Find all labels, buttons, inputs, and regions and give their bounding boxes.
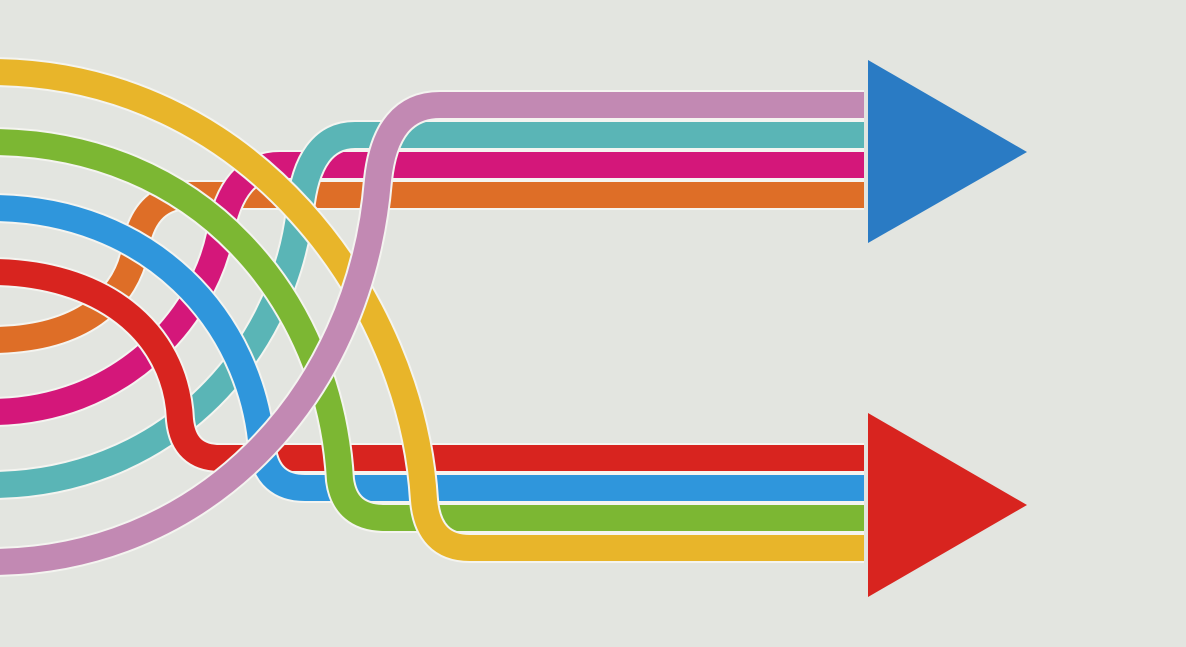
purple-strand	[0, 92, 864, 575]
strands-group	[0, 57, 864, 577]
green-strand	[0, 129, 864, 531]
blue-strand	[0, 195, 864, 501]
yellow-strand	[0, 59, 864, 561]
bottom-arrowhead-icon	[868, 413, 1027, 597]
top-arrowhead-icon	[868, 60, 1027, 243]
red-strand	[0, 259, 864, 471]
